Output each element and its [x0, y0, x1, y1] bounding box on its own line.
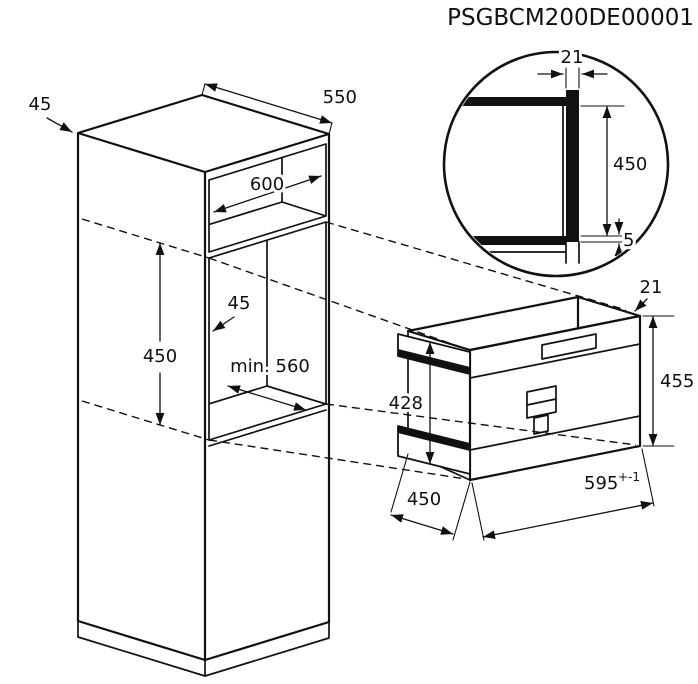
dim-cabinet-top-offset: 45 — [29, 94, 52, 115]
dim-body-height: 428 — [389, 393, 423, 414]
top-panel-section — [452, 97, 566, 106]
appliance-front-face — [468, 314, 642, 482]
cabinet-plinth — [77, 620, 330, 677]
dim-appliance-width: 595 — [584, 473, 618, 494]
upper-compartment-opening — [208, 143, 327, 253]
bottom-panel-section — [452, 236, 566, 245]
dim-niche-depth: min. 560 — [230, 356, 310, 377]
detail-section — [451, 67, 632, 266]
dim-detail-bottom-gap: 5 — [623, 230, 634, 251]
projection-lines — [81, 218, 637, 480]
dim-appliance-depth: 450 — [407, 489, 441, 510]
appliance-display — [541, 333, 597, 360]
appliance-dimensions: 21 455 428 450 595 +-1 — [386, 274, 697, 541]
detail-circle — [442, 50, 670, 278]
front-frame-section — [566, 90, 579, 242]
cabinet-dimensions: 45 550 600 450 45 min. 560 — [26, 83, 360, 426]
niche-interior — [209, 222, 326, 440]
appliance-drawing — [397, 295, 642, 482]
part-number: PSGBCM200DE00001 — [447, 5, 694, 31]
dim-front-height: 455 — [660, 371, 694, 392]
appliance-spout — [526, 385, 557, 419]
detail-view: 21 450 5 — [442, 44, 670, 278]
cabinet-top-face — [76, 93, 331, 174]
dim-niche-width: 600 — [250, 174, 284, 195]
cabinet-drawing — [76, 93, 331, 677]
cabinet-bottom-edge — [76, 619, 331, 662]
dim-cabinet-top-depth: 550 — [323, 87, 357, 108]
dim-detail-niche-height: 450 — [613, 154, 647, 175]
upper-compartment-interior — [209, 144, 326, 252]
dim-front-protrusion: 21 — [640, 277, 663, 298]
dim-niche-height: 450 — [143, 346, 177, 367]
dim-detail-frame-depth: 21 — [561, 47, 584, 68]
appliance-spout-outlet — [533, 414, 549, 435]
dim-niche-side-clearance: 45 — [228, 293, 251, 314]
dim-appliance-width-tolerance: +-1 — [618, 470, 640, 484]
